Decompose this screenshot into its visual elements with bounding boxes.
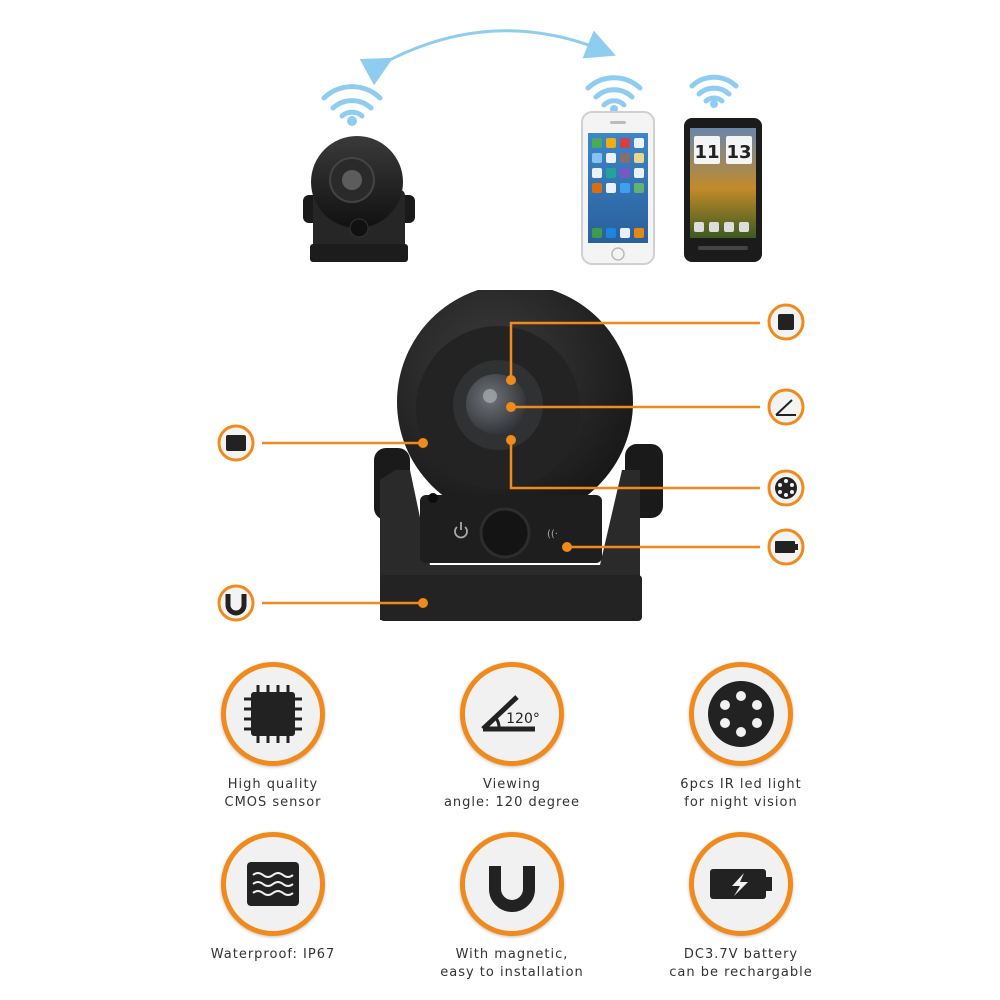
power-button <box>479 507 531 559</box>
wifi-icon-iphone <box>585 75 643 108</box>
viewing-angle-icon: 120° <box>460 662 564 766</box>
callout-waterproof-icon <box>217 424 255 462</box>
callout-ir-led-icon <box>767 469 805 507</box>
camera-callout-diagram: ((· <box>217 290 805 622</box>
svg-text:((·: ((· <box>547 529 558 540</box>
iphone <box>581 111 655 265</box>
camera-lens <box>466 374 526 434</box>
ir-led-icon <box>689 662 793 766</box>
android-phone: 11 13 <box>684 118 762 262</box>
wireless-connection-illustration: 11 13 <box>303 29 762 265</box>
phone-clock-minute: 13 <box>726 142 751 163</box>
power-symbol <box>454 522 468 539</box>
feature-caption: With magnetic,easy to installation <box>440 947 584 980</box>
callout-angle-icon <box>767 388 805 426</box>
feature-caption: Waterproof: IP67 <box>210 947 336 962</box>
callout-magnet-icon <box>217 584 255 622</box>
phone-clock-hour: 11 <box>694 142 719 163</box>
cmos-chip-icon <box>221 662 325 766</box>
callout-battery-icon <box>767 528 805 566</box>
connection-arrow <box>359 29 616 86</box>
magnet-icon <box>460 832 564 936</box>
battery-icon <box>689 832 793 936</box>
wifi-icon-camera <box>321 84 383 119</box>
feature-waterproof: Waterproof: IP67 <box>153 832 393 964</box>
svg-text:120°: 120° <box>506 711 540 727</box>
callout-cmos-icon <box>767 303 805 341</box>
waterproof-icon <box>221 832 325 936</box>
wifi-icon-android <box>689 74 739 104</box>
feature-magnetic: With magnetic,easy to installation <box>392 832 632 982</box>
small-camera <box>303 136 415 262</box>
